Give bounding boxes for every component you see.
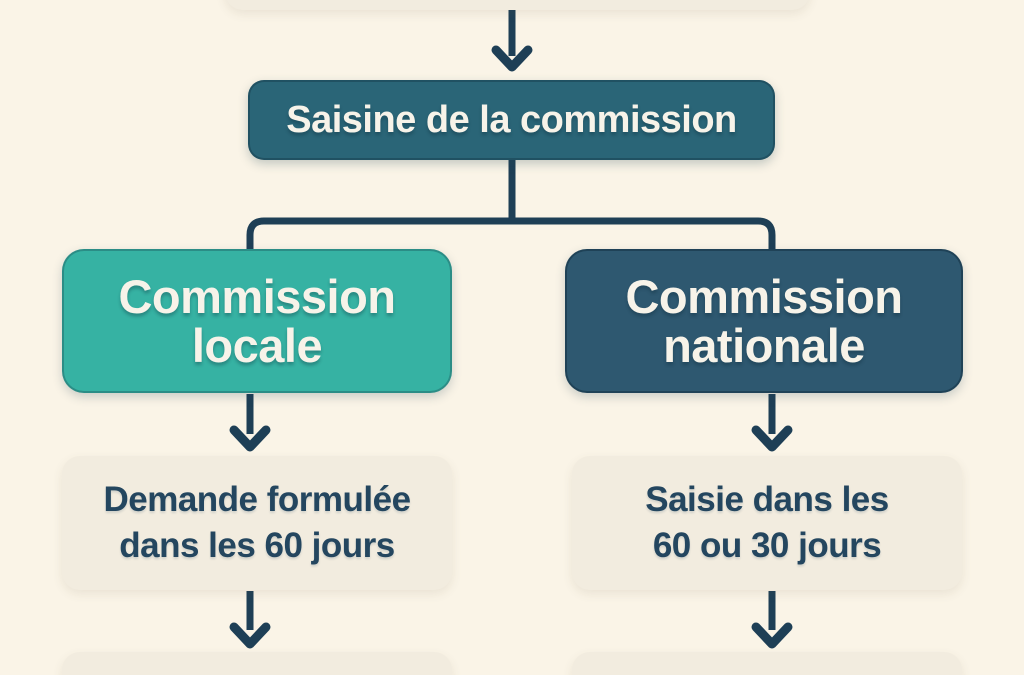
node-commission-locale: Commission locale <box>62 249 452 393</box>
node-next-step-left-partial <box>62 652 452 675</box>
saisine-label: Saisine de la commission <box>286 98 737 141</box>
node-previous-step-partial <box>225 0 810 10</box>
node-deadline-locale: Demande formulée dans les 60 jours <box>62 456 452 590</box>
arrow-head-icon-top <box>491 45 533 72</box>
deadline-locale-label-line1: Demande formulée <box>103 479 411 519</box>
commission-nationale-label-line2: nationale <box>663 319 865 372</box>
commission-locale-label-line1: Commission <box>118 269 396 323</box>
arrow-head-icon-bottom-right <box>751 622 793 649</box>
arrow-head-icon-bottom-left <box>229 622 271 649</box>
deadline-nationale-label-line1: Saisie dans les <box>645 479 889 519</box>
node-saisine-commission: Saisine de la commission <box>248 80 775 160</box>
arrow-head-icon-nationale <box>751 425 793 452</box>
arrow-head-icon-locale <box>229 425 271 452</box>
deadline-locale-label-line2: dans les 60 jours <box>119 526 395 565</box>
connector-branch <box>246 217 776 252</box>
deadline-nationale-label-line2: 60 ou 30 jours <box>652 526 882 565</box>
node-deadline-nationale: Saisie dans les 60 ou 30 jours <box>572 456 962 590</box>
commission-locale-label-line2: locale <box>191 319 323 372</box>
node-next-step-right-partial <box>572 652 962 675</box>
commission-nationale-label-line1: Commission <box>625 269 903 323</box>
node-commission-nationale: Commission nationale <box>565 249 963 393</box>
